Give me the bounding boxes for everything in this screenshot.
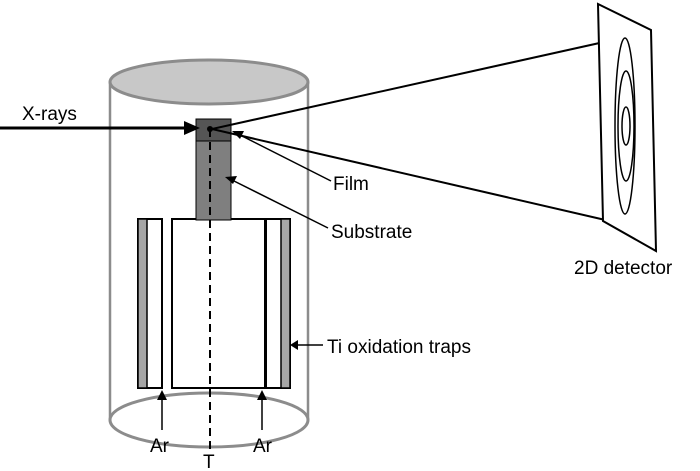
ar-left-arrowhead <box>157 390 167 400</box>
traps-label: Ti oxidation traps <box>327 337 471 358</box>
substrate-pointer <box>231 179 329 229</box>
substrate-label: Substrate <box>331 222 412 243</box>
traps-pointer-head <box>290 340 298 350</box>
film-pointer-head <box>232 131 244 139</box>
film-pointer <box>239 134 332 182</box>
substrate-pointer-head <box>225 176 237 184</box>
diffraction-line-upper <box>211 37 623 130</box>
right-ti-trap <box>265 218 291 389</box>
ar-left-label: Ar <box>150 436 170 457</box>
detector-panel <box>596 2 658 253</box>
xrays-label: X-rays <box>22 104 77 125</box>
temperature-label: T <box>203 452 215 471</box>
diffraction-line-lower <box>211 128 615 223</box>
diffraction-ring-middle <box>617 70 635 182</box>
left-ti-trap <box>137 218 163 389</box>
chamber-top <box>108 58 310 106</box>
film-label: Film <box>333 174 369 195</box>
detector-label: 2D detector <box>574 258 673 279</box>
diffraction-ring-inner <box>621 106 631 146</box>
ar-right-label: Ar <box>253 436 273 457</box>
heater-block <box>171 218 266 389</box>
detector <box>596 2 658 253</box>
diffraction-ring-outer <box>614 37 636 215</box>
xray-beam-arrowhead <box>184 121 200 135</box>
ar-right-arrowhead <box>257 390 267 400</box>
